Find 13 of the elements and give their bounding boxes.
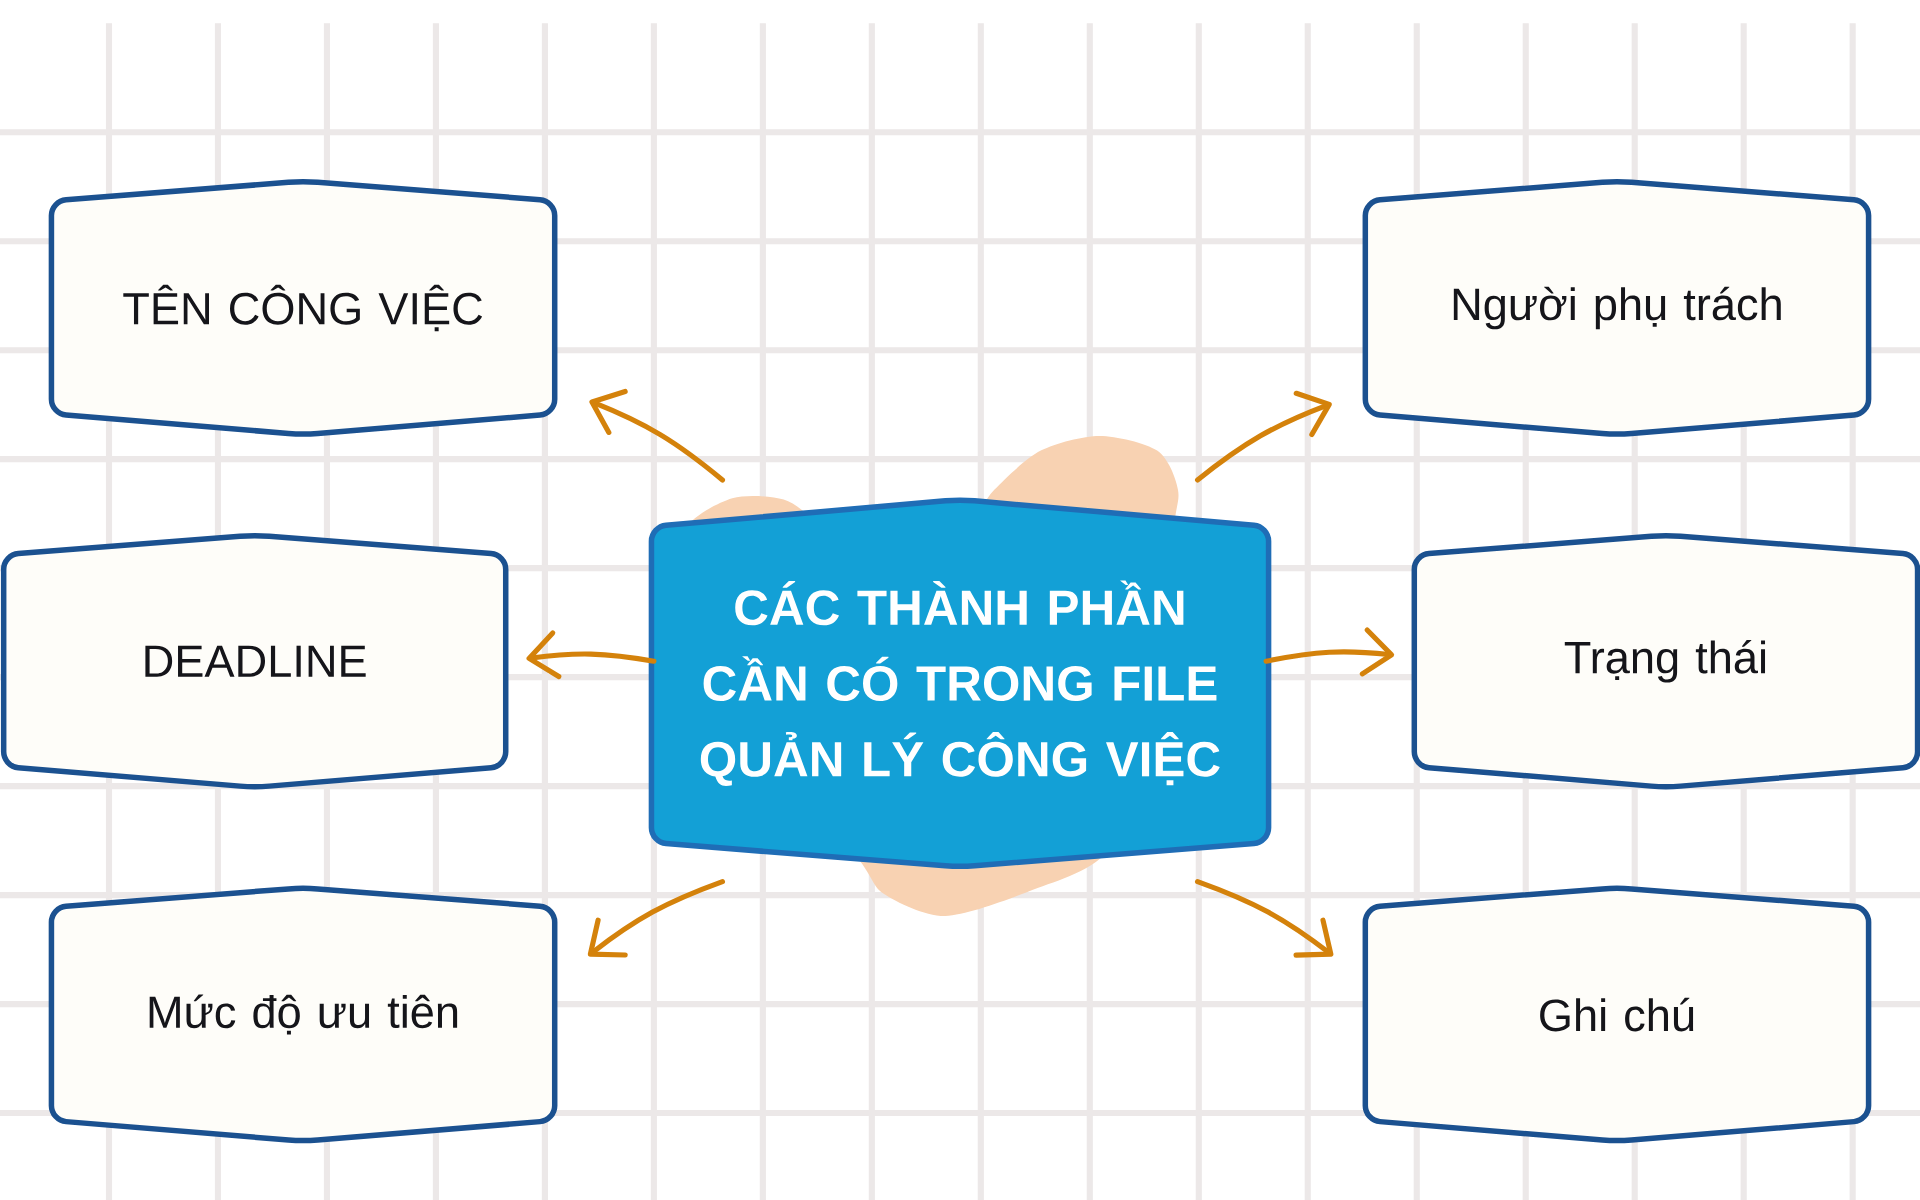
arrow — [526, 630, 657, 680]
heading-hexagon: CÁC THÀNH PHẦN CẦN CÓ TRONG FILE QUẢN LÝ CÔNG VIỆC — [648, 497, 1272, 869]
hexagon-box: Người phụ trách — [1362, 179, 1872, 437]
arrow — [1195, 390, 1332, 483]
arrow — [1263, 627, 1395, 677]
arrow — [587, 879, 726, 958]
hexagon-box: Ghi chú — [1362, 885, 1872, 1144]
hexagon-box: TÊN CÔNG VIỆC — [48, 179, 558, 437]
hexagon-box: Trạng thái — [1411, 533, 1920, 790]
arrow — [1195, 879, 1334, 958]
hexagon-box: Mức độ ưu tiên — [48, 885, 558, 1144]
arrow — [589, 388, 726, 483]
hexagon-box: DEADLINE — [0, 533, 509, 790]
